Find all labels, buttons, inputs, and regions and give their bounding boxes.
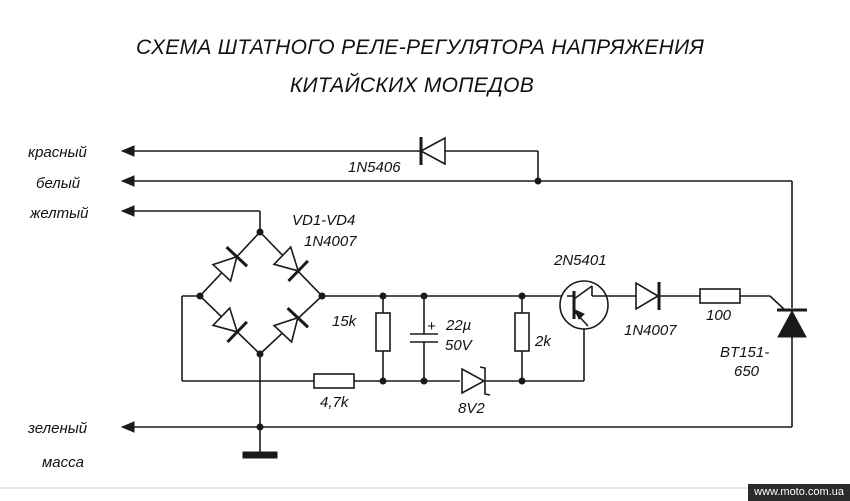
resistor-15k: [375, 296, 391, 381]
diode-1n5406-icon: [419, 136, 446, 166]
wire-label-yellow: желтый: [29, 205, 89, 222]
capacitor-value-label: 22µ: [445, 317, 471, 334]
capacitor-plus-label: +: [427, 318, 436, 335]
thyristor-bt151-icon: [777, 308, 807, 427]
bridge-part-label: 1N4007: [304, 233, 357, 250]
transistor-label: 2N5401: [553, 252, 607, 269]
title-line-2: КИТАЙСКИХ МОПЕДОВ: [290, 74, 534, 97]
thyristor-label-1: BT151-: [720, 344, 769, 361]
transistor-2n5401-icon: [559, 280, 636, 330]
diode-vd4-icon: [272, 307, 310, 344]
zener-8v2-icon: [461, 366, 491, 396]
ground-icon: [242, 451, 278, 459]
resistor-2k-label: 2k: [534, 333, 552, 350]
white-arrow-icon: [120, 175, 135, 187]
diode-1n4007-series-icon: [635, 281, 700, 311]
wire-label-red: красный: [28, 144, 88, 161]
diode-series-label: 1N4007: [624, 322, 677, 339]
diode-vd1-icon: [211, 246, 249, 283]
resistor-4-7k-label: 4,7k: [320, 394, 350, 411]
title-line-1: СХЕМА ШТАТНОГО РЕЛЕ-РЕГУЛЯТОРА НАПРЯЖЕНИ…: [136, 36, 705, 59]
wire-label-green: зеленый: [27, 420, 88, 437]
bridge-ref-label: VD1-VD4: [292, 212, 355, 229]
capacitor-22u: [410, 296, 438, 381]
resistor-4-7k: [313, 373, 355, 389]
yellow-arrow-icon: [120, 205, 135, 217]
diode-vd2-icon: [272, 245, 309, 283]
resistor-100-label: 100: [706, 307, 732, 324]
diode-top-label: 1N5406: [348, 159, 401, 176]
green-arrow-icon: [120, 421, 135, 433]
wire-label-ground: масса: [42, 454, 84, 471]
thyristor-label-2: 650: [734, 363, 760, 380]
wire-label-white: белый: [36, 175, 81, 192]
watermark-site: www.moto.com.ua: [748, 484, 850, 501]
resistor-2k: [514, 296, 530, 381]
diode-vd3-icon: [211, 306, 248, 344]
green-line: [120, 421, 792, 433]
white-line: [120, 175, 793, 308]
resistor-100: [699, 288, 787, 312]
resistor-15k-label: 15k: [332, 313, 358, 330]
zener-label: 8V2: [458, 400, 485, 417]
red-arrow-icon: [120, 145, 135, 157]
capacitor-voltage-label: 50V: [445, 337, 474, 354]
yellow-line: [120, 205, 261, 232]
red-line: [120, 136, 539, 181]
